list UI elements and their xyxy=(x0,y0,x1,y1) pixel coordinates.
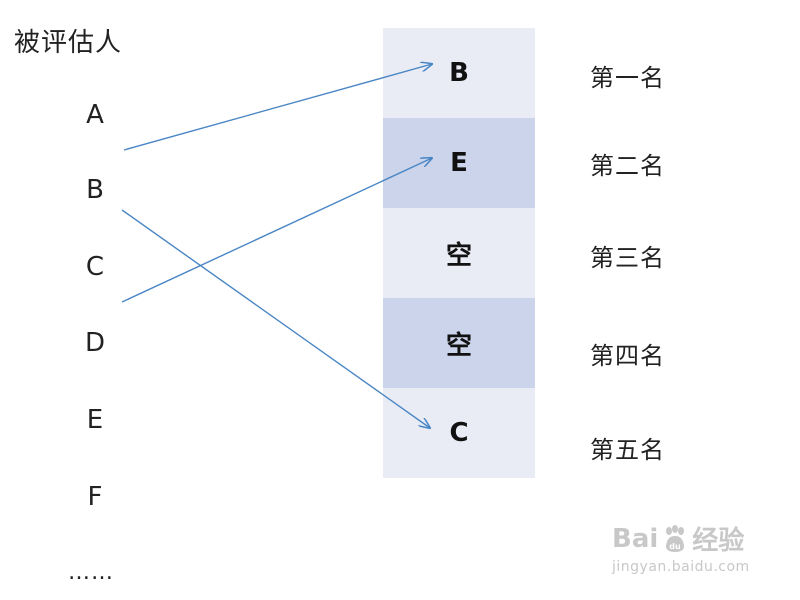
rank-slot-1: B xyxy=(383,28,535,118)
rank-slot-4: 空 xyxy=(383,298,535,388)
watermark-brand-right: 经验 xyxy=(692,526,745,556)
more-people-ellipsis: …… xyxy=(68,560,114,585)
person-a: A xyxy=(86,100,104,130)
person-d: D xyxy=(84,328,106,358)
person-e: E xyxy=(86,405,104,435)
watermark-brand-left: Bai xyxy=(612,523,659,554)
person-f: F xyxy=(87,482,103,512)
diagram-title: 被评估人 xyxy=(14,28,123,58)
arrow-c-to-rank-5 xyxy=(121,209,430,428)
rank-slot-3: 空 xyxy=(383,208,535,298)
paw-du-text: du xyxy=(670,542,682,551)
rank-label-4: 第四名 xyxy=(590,342,665,370)
rank-label-2: 第二名 xyxy=(590,152,665,180)
rank-label-3: 第三名 xyxy=(590,244,665,272)
rank-slot-2: E xyxy=(383,118,535,208)
rank-label-1: 第一名 xyxy=(590,64,665,92)
rank-slot-5: C xyxy=(383,388,535,478)
person-c: C xyxy=(85,252,105,282)
rank-label-5: 第五名 xyxy=(590,436,665,464)
paw-icon: du xyxy=(666,524,685,552)
person-b: B xyxy=(86,175,104,205)
watermark-url: jingyan.baidu.com xyxy=(612,559,750,575)
arrow-d-to-rank-2 xyxy=(121,158,432,303)
arrow-b-to-rank-1 xyxy=(123,64,432,151)
ranking-column: B E 空 空 C xyxy=(383,28,535,478)
baidu-watermark: Bai du 经验 jingyan.baidu.com xyxy=(612,520,782,576)
